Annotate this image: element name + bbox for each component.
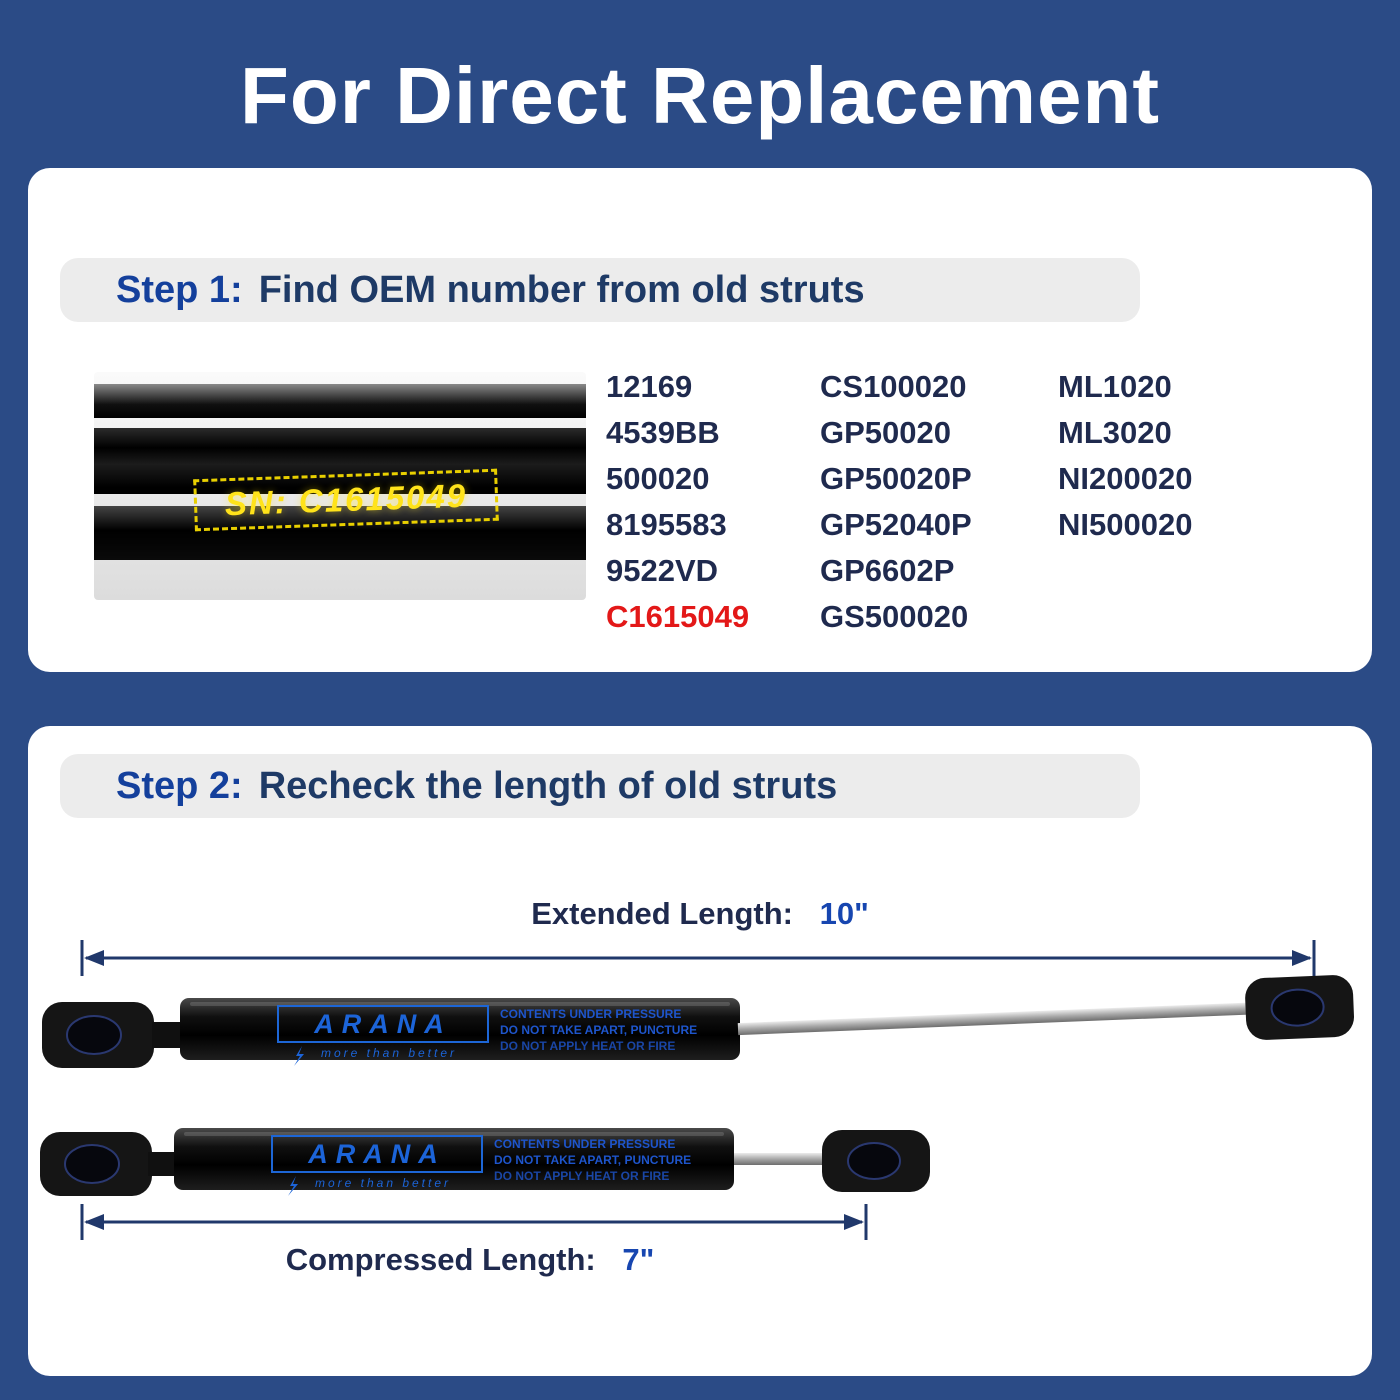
step2-header: Step 2: Recheck the length of old struts	[60, 754, 1140, 818]
extended-length-value: 10"	[819, 896, 869, 931]
warning-text: DO NOT TAKE APART, PUNCTURE	[500, 1023, 697, 1037]
oem-number: ML3020	[1058, 415, 1172, 450]
strut-photo: SN: C1615049	[94, 372, 586, 600]
oem-number: NI500020	[1058, 507, 1193, 542]
oem-number: 4539BB	[606, 415, 720, 450]
warning-text: DO NOT APPLY HEAT OR FIRE	[494, 1169, 669, 1183]
oem-number: 9522VD	[606, 553, 719, 588]
oem-column-2: CS100020 GP50020 GP50020P GP52040P GP660…	[820, 364, 972, 640]
arana-tagline: more than better	[321, 1046, 457, 1060]
arana-logo-box	[271, 1135, 483, 1173]
oem-number: 12169	[606, 369, 693, 404]
warning-text: CONTENTS UNDER PRESSURE	[500, 1007, 681, 1021]
extended-strut-image: ARANA more than better CONTENTS UNDER PR…	[42, 975, 1355, 1068]
page-title: For Direct Replacement	[239, 51, 1161, 140]
step2-label: Step 2:	[116, 764, 243, 807]
compressed-length-value: 7"	[622, 1242, 655, 1277]
oem-column-1: 12169 4539BB 500020 8195583 9522VD C1615…	[606, 364, 749, 640]
compressed-strut-image: ARANA more than better CONTENTS UNDER PR…	[40, 1128, 930, 1196]
strut-eyelet-right	[1245, 975, 1355, 1040]
oem-number: GP50020P	[820, 461, 972, 496]
oem-number: 8195583	[606, 507, 727, 542]
compressed-length-caption: Compressed Length: 7"	[28, 1242, 912, 1278]
strut-body: ARANA more than better CONTENTS UNDER PR…	[174, 1128, 734, 1196]
strut-photo-tube	[94, 428, 586, 494]
arana-logo-box	[277, 1005, 489, 1043]
step2-title: Recheck the length of old struts	[258, 764, 838, 807]
lightning-icon	[294, 1046, 304, 1066]
arana-tagline: more than better	[315, 1176, 451, 1190]
warning-text: DO NOT APPLY HEAT OR FIRE	[500, 1039, 675, 1053]
step1-card: Step 1: Find OEM number from old struts …	[28, 168, 1372, 672]
oem-number: GP6602P	[820, 553, 955, 588]
strut-eyelet-left	[40, 1132, 152, 1196]
strut-photo-tube	[94, 506, 586, 560]
oem-number: 500020	[606, 461, 710, 496]
step1-label: Step 1:	[116, 268, 243, 311]
strut-connector	[148, 1152, 176, 1176]
step1-title: Find OEM number from old struts	[258, 268, 865, 311]
oem-number: GP50020	[820, 415, 951, 450]
step2-card: Step 2: Recheck the length of old struts…	[28, 726, 1372, 1376]
strut-photo-tube	[94, 384, 586, 418]
strut-body: ARANA more than better CONTENTS UNDER PR…	[180, 998, 740, 1066]
warning-text: CONTENTS UNDER PRESSURE	[494, 1137, 675, 1151]
arana-logo: ARANA	[313, 1009, 452, 1039]
lightning-icon	[288, 1176, 298, 1196]
arana-logo: ARANA	[307, 1139, 446, 1169]
oem-number-highlight: C1615049	[606, 599, 750, 634]
oem-number: GS500020	[820, 599, 969, 634]
extended-length-caption: Extended Length: 10"	[28, 896, 1372, 932]
oem-number: CS100020	[820, 369, 967, 404]
strut-eyelet-right	[822, 1130, 930, 1192]
step1-header: Step 1: Find OEM number from old struts	[60, 258, 1140, 322]
strut-eyelet-left	[42, 1002, 154, 1068]
strut-rod	[734, 1153, 826, 1165]
oem-number: GP52040P	[820, 507, 972, 542]
strut-connector	[152, 1022, 182, 1048]
compressed-dimension-line	[80, 1204, 868, 1240]
sn-highlight: SN: C1615049	[193, 468, 499, 532]
compressed-length-label: Compressed Length:	[285, 1242, 596, 1277]
oem-number: ML1020	[1058, 369, 1172, 404]
oem-column-3: ML1020 ML3020 NI200020 NI500020	[1058, 364, 1192, 548]
extended-length-label: Extended Length:	[531, 896, 793, 931]
warning-text: DO NOT TAKE APART, PUNCTURE	[494, 1153, 691, 1167]
strut-rod	[737, 1002, 1252, 1036]
extended-dimension-line	[80, 940, 1316, 976]
oem-number: NI200020	[1058, 461, 1193, 496]
